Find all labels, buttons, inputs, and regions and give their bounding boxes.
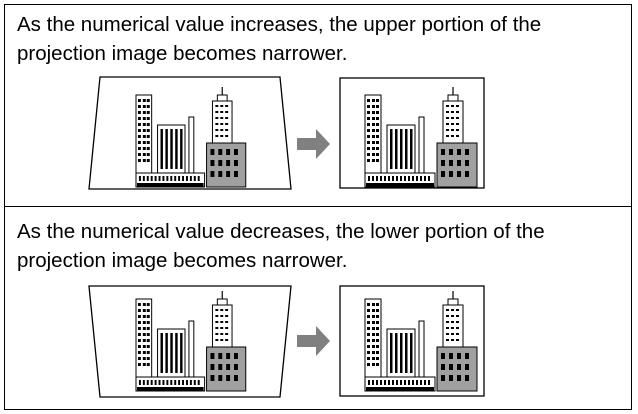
description-increase: As the numerical value increases, the up… <box>17 13 542 65</box>
corrected-image-after <box>339 285 485 397</box>
illustration-decrease <box>0 283 638 399</box>
keystone-image-before <box>88 285 292 398</box>
right-arrow-icon <box>297 129 330 159</box>
description-decrease: As the numerical value decreases, the lo… <box>17 220 545 272</box>
corrected-image-after <box>339 77 485 189</box>
illustration-increase <box>0 75 638 191</box>
section-divider <box>4 206 632 207</box>
keystone-image-before <box>88 76 292 190</box>
right-arrow-icon <box>297 326 330 356</box>
